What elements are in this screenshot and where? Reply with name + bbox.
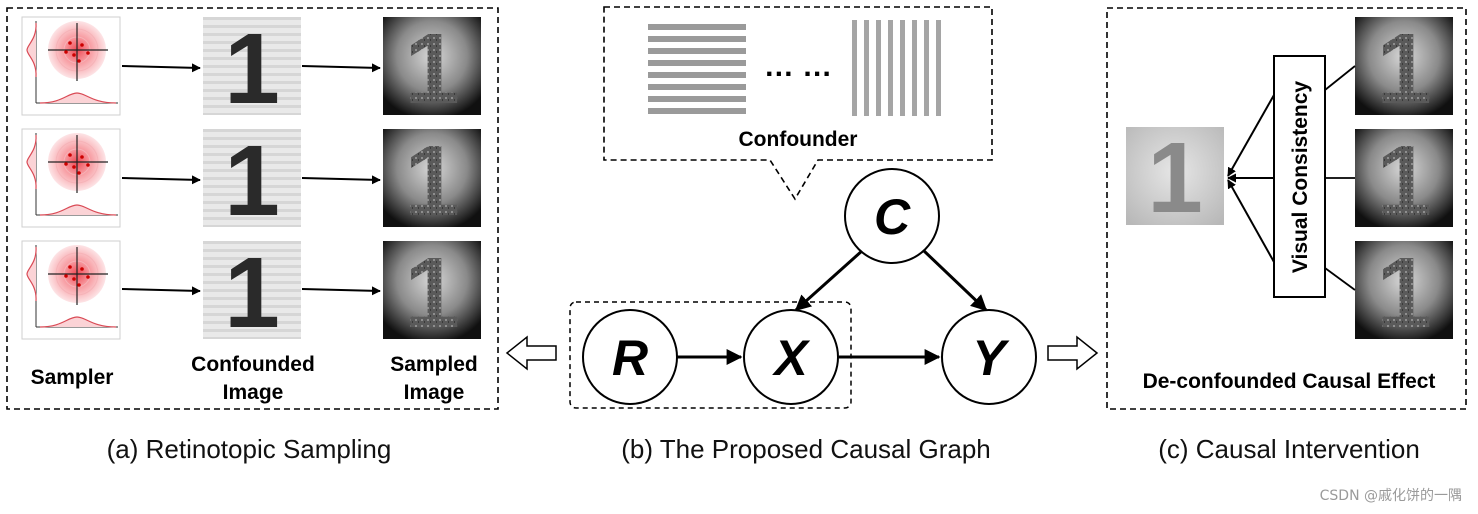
digit-glyph: 1 xyxy=(224,125,280,237)
confounder-label: Confounder xyxy=(739,128,858,151)
arrow-confounded-to-sampled xyxy=(301,63,381,73)
digit-glyph: 1 xyxy=(1147,122,1203,234)
caption-b: (b) The Proposed Causal Graph xyxy=(621,434,991,464)
digit-glyph: 1 xyxy=(404,237,460,349)
confounded-label-line-1: Confounded xyxy=(191,353,315,376)
arrow-vc-to-image-top xyxy=(1227,94,1275,177)
node-c-label: C xyxy=(874,189,911,245)
digit-glyph: 1 xyxy=(1376,13,1432,125)
digit-glyph: 1 xyxy=(1376,237,1432,349)
sampled-image-row-3: 1 xyxy=(383,237,481,349)
digit-glyph: 1 xyxy=(224,13,280,125)
confounder-callout xyxy=(603,6,993,201)
panel-b: … … Confounder R X C Y xyxy=(569,6,1037,409)
deconfounded-image: 1 xyxy=(1126,122,1224,234)
caption-c: (c) Causal Intervention xyxy=(1158,434,1420,464)
sampled-image-c-2: 1 xyxy=(1355,125,1453,237)
vertical-stripe-pattern xyxy=(846,20,944,116)
sampled-image-row-2: 1 xyxy=(383,125,481,237)
edge-c-to-x xyxy=(794,248,865,312)
arrow-sampler-to-confounded xyxy=(121,63,201,73)
node-r: R xyxy=(582,309,678,405)
panel-a: 1 1 1 1 1 1 Sampler Confounded Image Sam… xyxy=(6,7,499,410)
digit-glyph: 1 xyxy=(224,237,280,349)
hollow-arrow-right xyxy=(1047,335,1099,371)
confounded-label-line-2: Image xyxy=(223,381,284,404)
edge-c-to-y xyxy=(921,248,988,312)
digit-glyph: 1 xyxy=(404,13,460,125)
ellipsis: … … xyxy=(764,50,832,83)
link-sampled-1 xyxy=(1324,65,1356,91)
watermark: CSDN @戚化饼的一隅 xyxy=(1320,488,1462,504)
node-x-label: X xyxy=(771,330,810,386)
visual-consistency-box xyxy=(1273,55,1326,298)
link-sampled-3 xyxy=(1324,267,1356,291)
sampled-image-c-3: 1 xyxy=(1355,237,1453,349)
confounded-image-row-3: 1 xyxy=(203,237,301,349)
hollow-arrow-left xyxy=(505,335,557,371)
node-r-label: R xyxy=(612,330,648,386)
visual-consistency-label: Visual Consistency xyxy=(1289,81,1312,274)
caption-a: (a) Retinotopic Sampling xyxy=(107,434,392,464)
sampler-image-row-2 xyxy=(21,128,121,228)
node-y-label: Y xyxy=(972,330,1010,386)
arrow-confounded-to-sampled xyxy=(301,286,381,296)
arrow-sampler-to-confounded xyxy=(121,175,201,185)
horizontal-stripe-pattern xyxy=(648,20,746,116)
sampler-label: Sampler xyxy=(31,366,114,389)
sampled-label-line-1: Sampled xyxy=(390,353,478,376)
sampled-image-row-1: 1 xyxy=(383,13,481,125)
node-c: C xyxy=(844,168,940,264)
sampler-image-row-1 xyxy=(21,16,121,116)
digit-glyph: 1 xyxy=(1376,125,1432,237)
panel-c: 1 1 1 1 Visual Consistency De-confounded… xyxy=(1106,7,1467,410)
panel-a-border xyxy=(6,7,499,410)
arrow-vc-to-image-bottom xyxy=(1227,179,1275,263)
node-x: X xyxy=(743,309,839,405)
arrow-sampler-to-confounded xyxy=(121,286,201,296)
effect-label: De-confounded Causal Effect xyxy=(1143,370,1436,393)
confounded-image-row-2: 1 xyxy=(203,125,301,237)
digit-glyph: 1 xyxy=(404,125,460,237)
sampled-image-c-1: 1 xyxy=(1355,13,1453,125)
node-y: Y xyxy=(941,309,1037,405)
arrow-confounded-to-sampled xyxy=(301,175,381,185)
sampler-image-row-3 xyxy=(21,240,121,340)
r-x-group-box xyxy=(569,301,852,409)
confounded-image-row-1: 1 xyxy=(203,13,301,125)
sampled-label-line-2: Image xyxy=(404,381,465,404)
